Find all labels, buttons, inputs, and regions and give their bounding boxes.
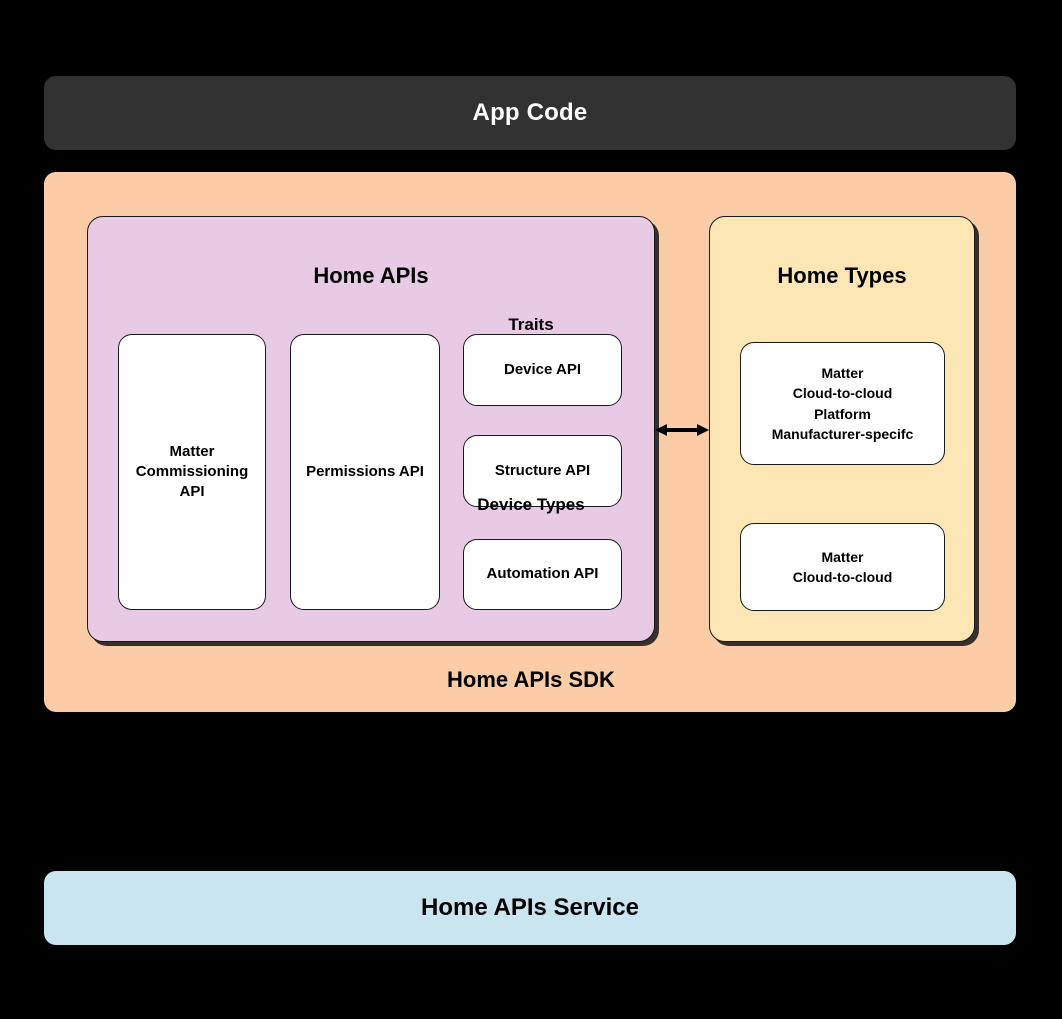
card-label: Matter Cloud-to-cloud	[792, 548, 893, 585]
card-structure-api: Structure API	[463, 435, 622, 507]
card-device-types: Matter Cloud-to-cloud	[740, 523, 945, 611]
card-automation-api: Automation API	[463, 539, 622, 610]
card-label: Permissions API	[306, 462, 424, 480]
home-apis-title: Home APIs	[313, 263, 429, 288]
home-apis-service-label: Home APIs Service	[421, 894, 639, 921]
card-device-api: Device API	[463, 334, 622, 406]
device-types-section-title: Device Types	[477, 495, 585, 514]
card-label: Automation API	[486, 565, 599, 583]
home-apis-service-block: Home APIs Service	[44, 871, 1016, 945]
card-traits: Matter Cloud-to-cloud Platform Manufactu…	[740, 342, 945, 465]
app-code-label: App Code	[472, 99, 588, 126]
card-matter-commissioning-api: Matter Commissioning API	[118, 334, 266, 610]
traits-section-title: Traits	[508, 315, 554, 334]
card-label: Structure API	[494, 461, 591, 479]
app-code-block: App Code	[44, 76, 1016, 150]
card-label: Matter Commissioning API	[135, 442, 249, 501]
home-apis-sdk-label: Home APIs SDK	[447, 667, 615, 692]
double-headed-arrow-icon	[655, 421, 709, 439]
home-types-title: Home Types	[777, 263, 907, 288]
card-label: Matter Cloud-to-cloud Platform Manufactu…	[771, 364, 914, 442]
card-label: Device API	[504, 360, 581, 378]
card-permissions-api: Permissions API	[290, 334, 440, 610]
